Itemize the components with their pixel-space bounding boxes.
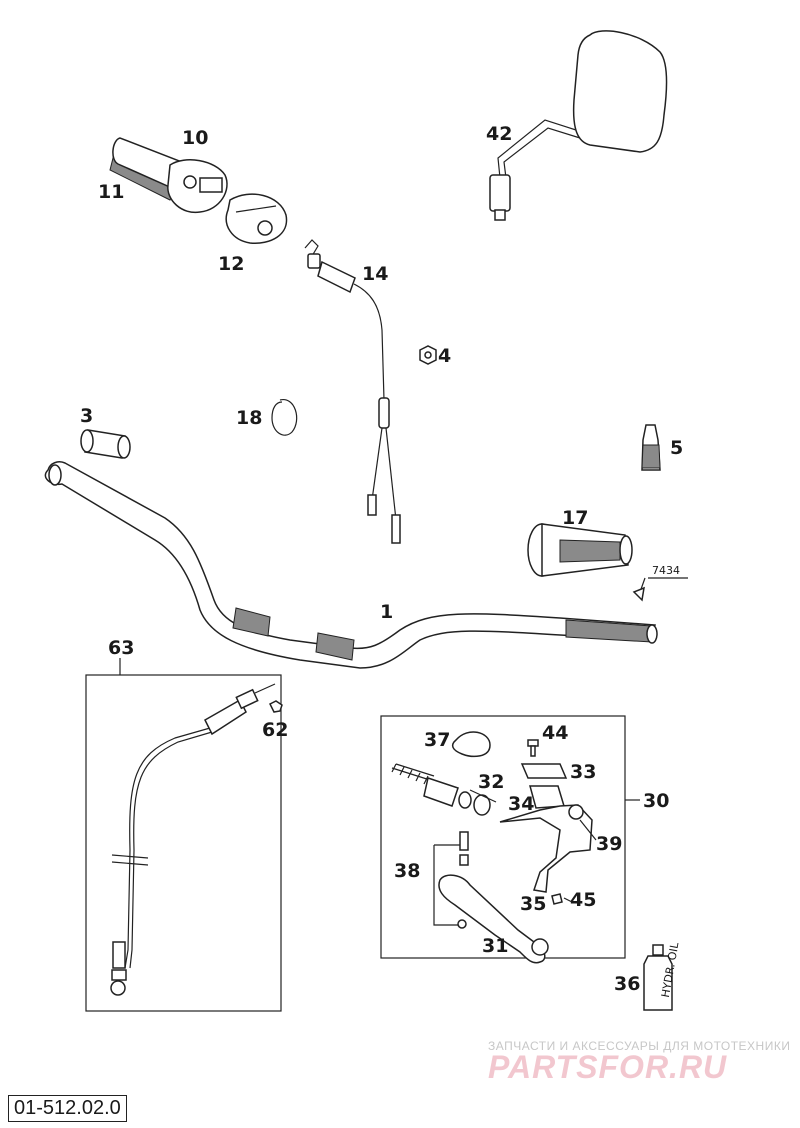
watermark: ЗАПЧАСТИ И АКСЕССУАРЫ ДЛЯ МОТОТЕХНИКИ PA… [488, 1039, 790, 1085]
callout-4: 4 [438, 345, 451, 367]
callout-38: 38 [394, 860, 420, 882]
callout-32: 32 [478, 771, 504, 793]
callout-18: 18 [236, 407, 262, 429]
clutch-cable-group [85, 658, 283, 1012]
watermark-brand: PARTSFOR.RU [488, 1049, 727, 1085]
callout-17: 17 [562, 507, 588, 529]
callout-44: 44 [542, 722, 568, 744]
callouts: 1 3 4 5 10 11 12 14 17 18 30 31 32 33 34… [80, 123, 683, 995]
hydraulic-oil-bottle [643, 944, 673, 1011]
valve-plug [641, 424, 661, 471]
callout-14: 14 [362, 263, 388, 285]
callout-35: 35 [520, 893, 546, 915]
kill-switch-cable [304, 239, 401, 544]
callout-62: 62 [262, 719, 288, 741]
clutch-master-group [380, 715, 640, 964]
callout-33: 33 [570, 761, 596, 783]
hose-clamp [271, 399, 298, 436]
part-7434 [632, 577, 688, 602]
drawing-number: 01-512.02.0 [8, 1095, 127, 1122]
callout-10: 10 [182, 127, 208, 149]
callout-5: 5 [670, 437, 683, 459]
callout-39: 39 [596, 833, 622, 855]
callout-1: 1 [380, 601, 393, 623]
callout-63: 63 [108, 637, 134, 659]
watermark-tagline: ЗАПЧАСТИ И АКСЕССУАРЫ ДЛЯ МОТОТЕХНИКИ [488, 1039, 790, 1053]
handlebar [44, 461, 658, 669]
mirror [489, 30, 668, 221]
callout-37: 37 [424, 729, 450, 751]
callout-7434: 7434 [652, 564, 680, 577]
callout-42: 42 [486, 123, 512, 145]
callout-34: 34 [508, 793, 534, 815]
left-grip [527, 523, 633, 577]
nut [419, 345, 437, 365]
sleeve [80, 429, 131, 459]
callout-36: 36 [614, 973, 640, 995]
callout-12: 12 [218, 253, 244, 275]
callout-30: 30 [643, 790, 669, 812]
throttle-cover [225, 193, 288, 244]
throttle-grip [109, 137, 228, 214]
callout-31: 31 [482, 935, 508, 957]
callout-3: 3 [80, 405, 93, 427]
callout-45: 45 [570, 889, 596, 911]
callout-11: 11 [98, 181, 124, 203]
